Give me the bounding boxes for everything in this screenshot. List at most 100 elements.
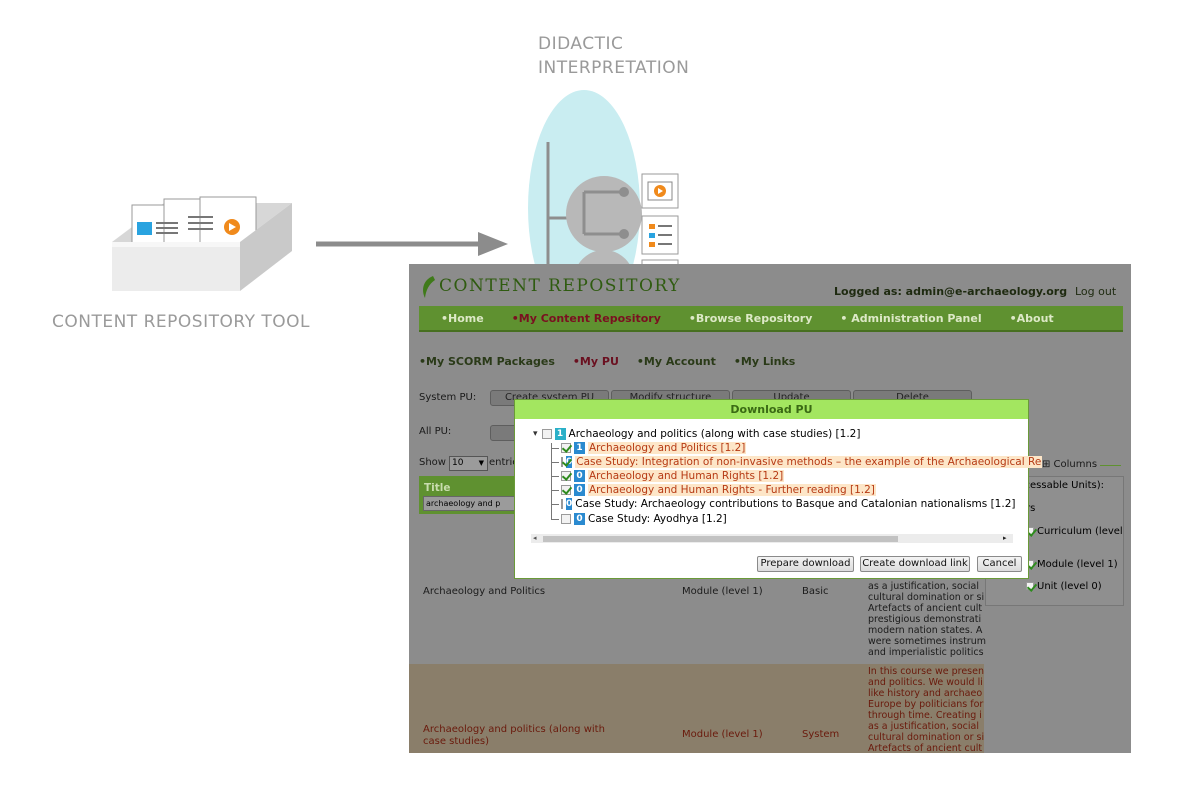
- didactic-line-1: DIDACTIC: [538, 34, 624, 54]
- tree-checkbox[interactable]: [541, 429, 552, 439]
- desc-line: modern nation states. A: [868, 625, 983, 636]
- download-pu-dialog: Download PU ▾ 1 Archaeology and politics…: [514, 399, 1043, 579]
- level-badge: 0: [574, 513, 585, 525]
- scroll-right-icon[interactable]: ▸: [1003, 534, 1007, 542]
- desc-line: as a justification, social: [868, 721, 979, 732]
- option-label: Unit (level 0): [1037, 581, 1102, 592]
- all-pu-label: All PU:: [419, 426, 452, 437]
- system-pu-label: System PU:: [419, 392, 477, 403]
- columns-panel-heading: ccessable Units):: [1019, 480, 1104, 491]
- tree-checkbox[interactable]: [561, 514, 571, 524]
- tree-checkbox[interactable]: [561, 499, 563, 509]
- level-badge: 0: [574, 484, 585, 496]
- level-badge: 0: [566, 498, 573, 510]
- subnav-my-links[interactable]: •My Links: [733, 355, 796, 368]
- tree-item[interactable]: 0 Archaeology and Human Rights [1.2]: [561, 469, 785, 483]
- level-badge: 0: [574, 470, 585, 482]
- row2-description: In this course we presen and politics. W…: [868, 666, 984, 754]
- desc-line: In this course we presen: [868, 666, 984, 677]
- desc-line: like history and archaeo: [868, 688, 983, 699]
- entries-select-value: 10: [452, 458, 464, 468]
- desc-line: cultural domination or si: [868, 592, 985, 603]
- subnav-my-account[interactable]: •My Account: [636, 355, 716, 368]
- dialog-title: Download PU: [515, 400, 1028, 419]
- tree-checkbox[interactable]: [561, 457, 563, 467]
- tree-connector: [551, 448, 559, 449]
- prepare-download-button[interactable]: Prepare download: [757, 556, 854, 572]
- tree-connector: [551, 443, 552, 519]
- columns-panel-letters: rs: [1026, 503, 1036, 514]
- level-badge: 1: [554, 428, 566, 440]
- nav-browse-repository[interactable]: •Browse Repository: [688, 311, 813, 325]
- row1-type: Basic: [802, 586, 829, 597]
- table-row-highlighted[interactable]: [409, 664, 984, 753]
- tree-item[interactable]: 1 Archaeology and Politics [1.2]: [561, 441, 747, 455]
- tree-item-root[interactable]: ▾ 1 Archaeology and politics (along with…: [533, 427, 860, 441]
- scrollbar-thumb[interactable]: [543, 536, 898, 542]
- desc-line: as a justification, social: [868, 581, 979, 592]
- tree-connector: [551, 462, 559, 463]
- title-filter-input[interactable]: archaeology and p: [423, 496, 517, 511]
- desc-line: through time. Creating i: [868, 710, 982, 721]
- tree-item-label: Archaeology and politics (along with cas…: [568, 428, 861, 440]
- columns-toggle[interactable]: ⊞ Columns: [1039, 459, 1101, 470]
- tree-checkbox[interactable]: [561, 471, 571, 481]
- didactic-line-2: INTERPRETATION: [538, 58, 690, 78]
- show-label: Show: [419, 457, 446, 468]
- logout-link[interactable]: Log out: [1075, 285, 1117, 298]
- didactic-interpretation-label: DIDACTIC INTERPRETATION: [538, 32, 689, 80]
- nav-administration-panel[interactable]: • Administration Panel: [840, 311, 982, 325]
- tree-item-label: Case Study: Archaeology contributions to…: [575, 498, 1016, 510]
- tree-item-label: Case Study: Integration of non-invasive …: [575, 456, 1043, 468]
- tree-connector: [551, 519, 559, 520]
- row2-type: System: [802, 729, 840, 740]
- desc-line: and politics. We would li: [868, 677, 983, 688]
- row1-title[interactable]: Archaeology and Politics: [423, 586, 546, 597]
- checkbox-icon[interactable]: [1026, 582, 1034, 590]
- columns-option-unit[interactable]: Unit (level 0): [1026, 581, 1102, 592]
- nav-about[interactable]: •About: [1009, 311, 1054, 325]
- tree-item[interactable]: 0 Case Study: Integration of non-invasiv…: [561, 455, 1043, 469]
- cancel-button[interactable]: Cancel: [977, 556, 1022, 572]
- flow-arrow: [316, 232, 508, 256]
- option-label: Curriculum (level: [1037, 526, 1123, 537]
- scroll-left-icon[interactable]: ◂: [533, 534, 537, 542]
- subnav-my-pu[interactable]: •My PU: [572, 355, 619, 368]
- columns-option-curriculum[interactable]: Curriculum (level: [1026, 526, 1123, 537]
- content-repository-box-illustration: [112, 196, 292, 291]
- nav-my-content-repository[interactable]: •My Content Repository: [511, 311, 661, 325]
- desc-line: cultural domination or si: [868, 732, 985, 743]
- tree-item[interactable]: 0 Case Study: Archaeology contributions …: [561, 497, 1016, 511]
- row2-title-line: case studies): [423, 736, 490, 747]
- logged-as-text: Logged as: admin@e-archaeology.org: [834, 285, 1068, 298]
- level-badge: 1: [574, 442, 585, 454]
- tree-item-label: Archaeology and Human Rights - Further r…: [588, 484, 876, 496]
- row1-description: as a justification, social cultural domi…: [868, 581, 986, 658]
- didactic-tree-illustration: [528, 90, 679, 326]
- app-logo[interactable]: CONTENT REPOSITORY: [439, 276, 681, 296]
- tree-item-label: Archaeology and Politics [1.2]: [588, 442, 747, 454]
- tree-connector: [551, 490, 559, 491]
- tree-checkbox[interactable]: [561, 485, 571, 495]
- content-repository-tool-label: CONTENT REPOSITORY TOOL: [52, 312, 310, 332]
- desc-line: were sometimes instrum: [868, 636, 986, 647]
- row2-level: Module (level 1): [682, 729, 763, 740]
- main-nav: •Home •My Content Repository •Browse Rep…: [419, 306, 1123, 332]
- logo-leaf-icon: [423, 276, 435, 298]
- title-header-label: Title: [424, 482, 451, 494]
- nav-home[interactable]: •Home: [441, 311, 484, 325]
- tree-item[interactable]: 0 Archaeology and Human Rights - Further…: [561, 483, 876, 497]
- option-label: Module (level 1): [1037, 559, 1118, 570]
- row2-title[interactable]: Archaeology and politics (along with cas…: [423, 724, 605, 748]
- chevron-down-icon: ▼: [478, 459, 484, 467]
- tree-checkbox[interactable]: [561, 443, 571, 453]
- columns-option-module[interactable]: Module (level 1): [1026, 559, 1118, 570]
- subnav-my-scorm-packages[interactable]: •My SCORM Packages: [419, 355, 555, 368]
- desc-line: Artefacts of ancient cult: [868, 603, 983, 614]
- tree-connector: [551, 504, 559, 505]
- tree-item[interactable]: 0 Case Study: Ayodhya [1.2]: [561, 512, 727, 526]
- collapse-arrow-icon[interactable]: ▾: [533, 429, 538, 439]
- desc-line: prestigious demonstrati: [868, 614, 982, 625]
- create-download-link-button[interactable]: Create download link: [860, 556, 970, 572]
- entries-select[interactable]: 10 ▼: [449, 456, 488, 471]
